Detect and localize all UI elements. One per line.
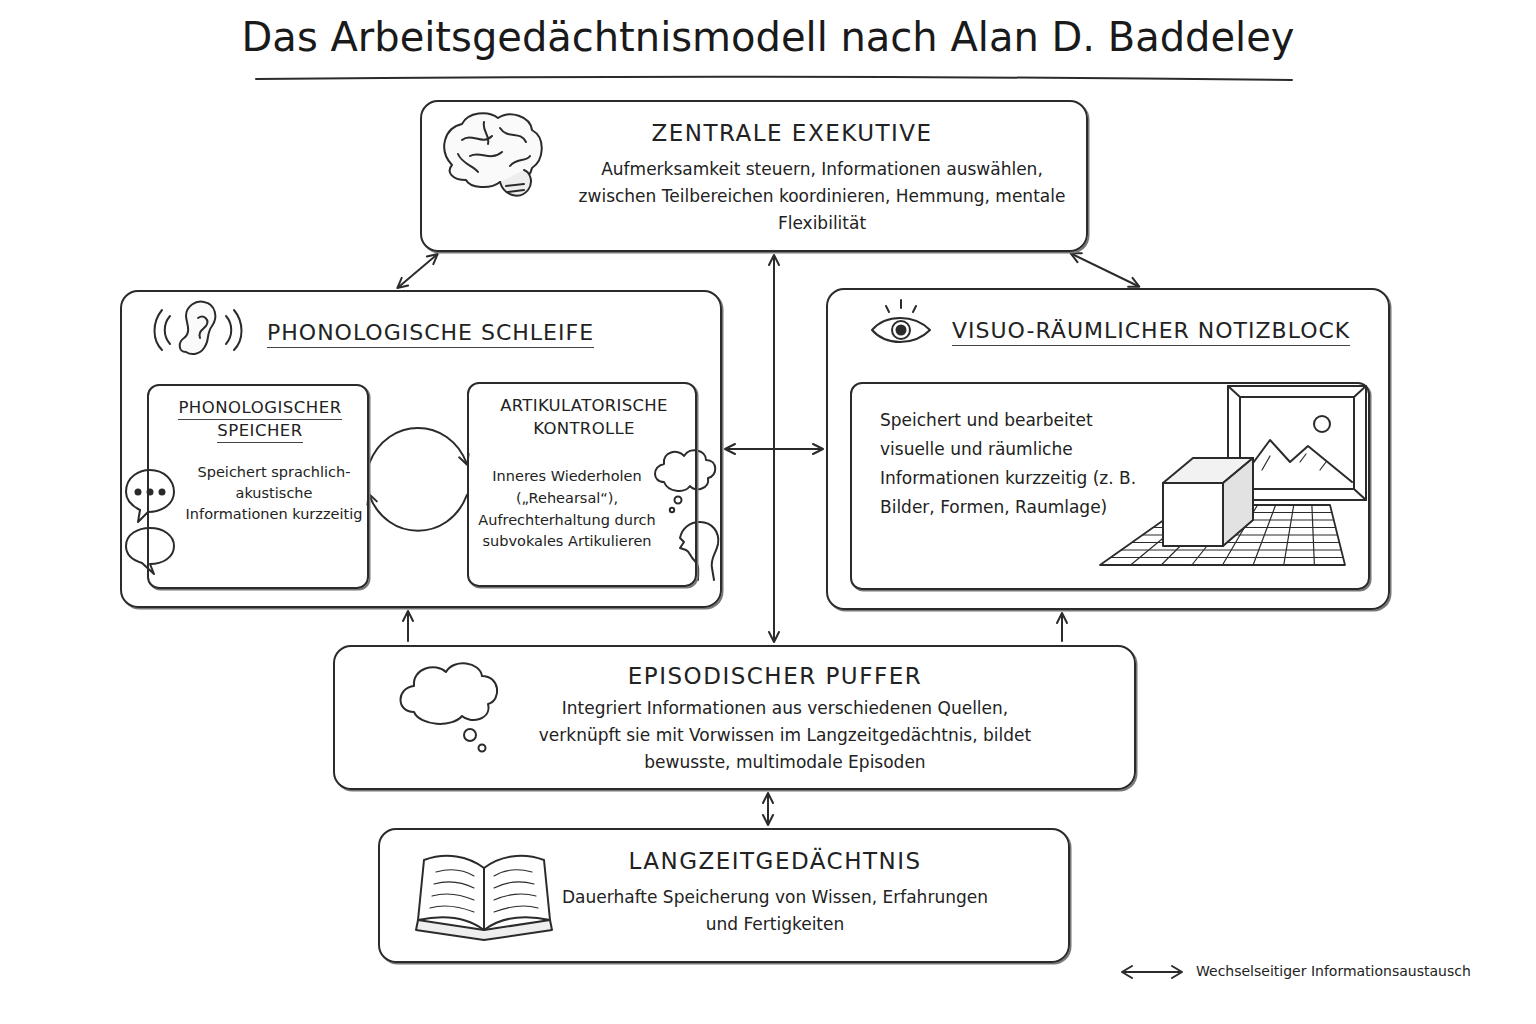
legend-sample bbox=[1122, 966, 1182, 978]
grid-line bbox=[1121, 549, 1341, 550]
grid-line bbox=[1284, 505, 1294, 565]
connector-arrow bbox=[726, 448, 822, 450]
eye-icon bbox=[872, 300, 930, 342]
brain-icon bbox=[444, 113, 541, 195]
thought-cloud bbox=[401, 663, 498, 751]
connector-arrow bbox=[1072, 254, 1139, 287]
cycle-arrow bbox=[369, 495, 467, 531]
ear-icon bbox=[155, 302, 242, 354]
speech-bubbles bbox=[126, 470, 174, 574]
connector-arrow bbox=[398, 255, 437, 288]
grid-line bbox=[1253, 505, 1276, 565]
sketchpad-box: VISUO-RÄUMLICHER NOTIZBLOCK Speichert und… bbox=[826, 288, 1390, 610]
box-body: Speichert und bearbeitet visuelle und rä… bbox=[880, 406, 1142, 522]
store-box: PHONOLOGISCHER SPEICHER Speichert sprachl… bbox=[147, 384, 369, 589]
connector-arrow bbox=[407, 612, 409, 641]
box-heading: ARTIKULATORISCHE KONTROLLE bbox=[477, 394, 691, 440]
box-body: Speichert sprachlich-akustische Informat… bbox=[183, 462, 365, 525]
box-heading: PHONOLOGISCHER SPEICHER bbox=[157, 396, 363, 442]
legend-text: Wechselseitiger Informationsaustausch bbox=[1196, 963, 1471, 979]
longterm-box: LANGZEITGEDÄCHTNIS Dauerhafte Speicherung… bbox=[378, 828, 1070, 963]
box-heading: VISUO-RÄUMLICHER NOTIZBLOCK bbox=[952, 314, 1382, 348]
box-body: Dauerhafte Speicherung von Wissen, Erfah… bbox=[560, 884, 990, 938]
title-underline bbox=[256, 77, 1292, 80]
box-body: Aufmerksamkeit steuern, Informationen au… bbox=[572, 156, 1072, 238]
book-icon bbox=[416, 856, 552, 940]
box-heading: EPISODISCHER PUFFER bbox=[575, 659, 975, 695]
connector-arrow bbox=[767, 794, 769, 824]
sketchpad-body-box: Speichert und bearbeitet visuelle und rä… bbox=[850, 382, 1370, 590]
executive-box: ZENTRALE EXEKUTIVE Aufmerksamkeit steuern… bbox=[420, 100, 1088, 252]
buffer-box: EPISODISCHER PUFFERIntegriert Informatio… bbox=[333, 645, 1136, 790]
box-heading: LANGZEITGEDÄCHTNIS bbox=[575, 844, 975, 880]
cycle-arrow bbox=[369, 428, 467, 464]
cube bbox=[1163, 458, 1253, 546]
loop-box: PHONOLOGISCHE SCHLEIFE PHONOLOGISCHER SPE… bbox=[120, 290, 722, 608]
box-body: Inneres Wiederholen („Rehearsal“), Aufre… bbox=[473, 466, 661, 553]
box-body: Integriert Informationen aus verschieden… bbox=[525, 695, 1045, 777]
diagram-title: Das Arbeitsgedächtnismodell nach Alan D.… bbox=[0, 14, 1536, 60]
box-heading: PHONOLOGISCHE SCHLEIFE bbox=[267, 316, 687, 350]
head-icon bbox=[680, 522, 718, 580]
grid-line bbox=[1111, 557, 1344, 558]
thought-cloud bbox=[655, 450, 715, 512]
box-heading: ZENTRALE EXEKUTIVE bbox=[592, 116, 992, 152]
connector-arrow bbox=[1061, 614, 1063, 641]
grid-line bbox=[1312, 505, 1315, 565]
control-box: ARTIKULATORISCHE KONTROLLE Inneres Wieder… bbox=[467, 382, 697, 587]
